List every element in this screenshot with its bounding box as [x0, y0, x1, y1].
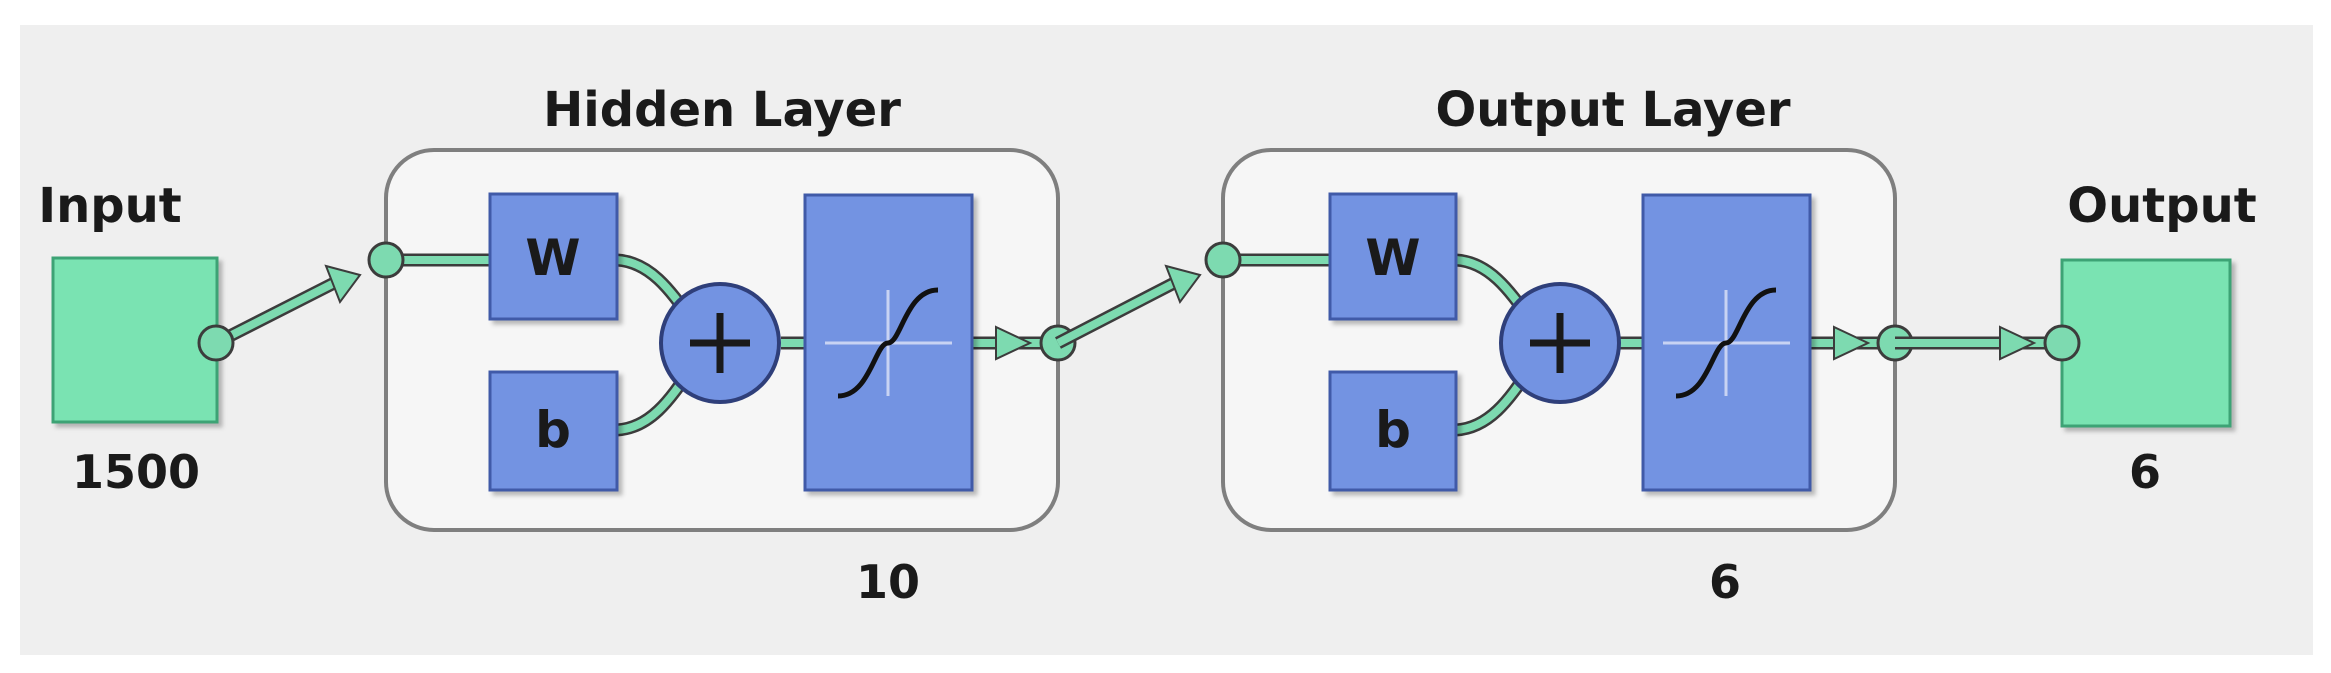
output-weight-label: W — [1365, 229, 1420, 287]
output-layer-input-port-icon — [1204, 241, 1242, 279]
arrowhead-icon — [1164, 264, 1202, 305]
hidden-bias-block — [488, 370, 619, 492]
arrowhead-icon — [995, 325, 1033, 361]
input-block — [51, 256, 219, 424]
output-layer-size: 6 — [1709, 555, 1741, 609]
output-size: 6 — [2129, 445, 2161, 499]
hidden-weight-label: W — [525, 229, 580, 287]
output-port-icon — [2043, 324, 2081, 362]
input-title: Input — [38, 178, 182, 234]
arrowhead-icon — [1833, 325, 1871, 361]
arrowhead-icon — [1999, 325, 2037, 361]
wire-input-to-hidden — [213, 264, 362, 349]
wire-hidden-to-output — [1055, 264, 1202, 349]
output-weight-block — [1328, 192, 1458, 321]
hidden-layer-size: 10 — [856, 555, 920, 609]
input-port-icon — [197, 324, 235, 362]
hidden-weight-block — [488, 192, 619, 321]
output-bias-label: b — [1375, 401, 1411, 459]
hidden-sigmoid-transfer-icon — [803, 193, 974, 492]
input-size: 1500 — [72, 445, 200, 499]
hidden-sum-icon — [659, 282, 781, 404]
arrowhead-icon — [324, 264, 362, 305]
output-layer-title: Output Layer — [1435, 82, 1790, 138]
hidden-bias-label: b — [535, 401, 571, 459]
output-sum-icon — [1499, 282, 1621, 404]
output-sigmoid-transfer-icon — [1641, 193, 1812, 492]
output-title: Output — [2067, 178, 2256, 234]
hidden-layer-title: Hidden Layer — [543, 82, 901, 138]
output-bias-block — [1328, 370, 1458, 492]
output-block — [2060, 258, 2232, 428]
hidden-input-port-icon — [367, 241, 405, 279]
wire-output-layer-to-output — [1895, 325, 2060, 361]
